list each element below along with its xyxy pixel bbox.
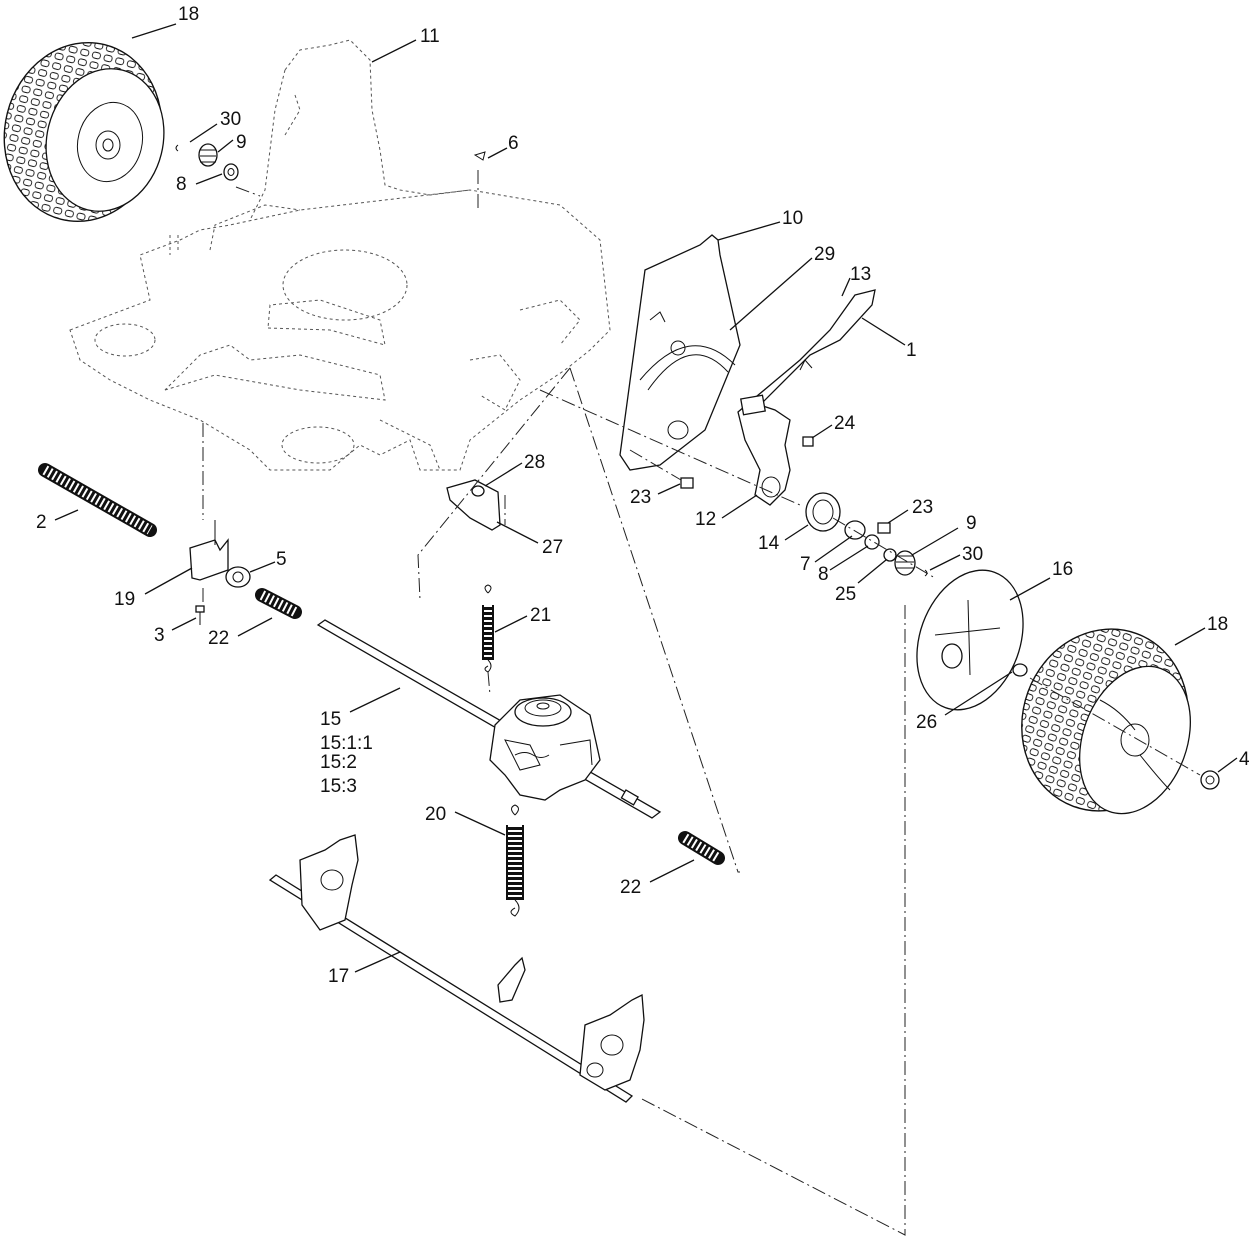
hardware-left-wheel [175, 143, 486, 181]
callout-labels: 18 11 30 9 8 6 10 29 13 1 24 23 28 27 12… [36, 4, 1250, 987]
callout-4: 4 [1239, 749, 1250, 770]
callout-15-1-1: 15:1:1 [320, 733, 373, 754]
callout-8-right: 8 [818, 564, 829, 585]
callout-24: 24 [834, 413, 856, 434]
shield-27 [446, 479, 501, 531]
callout-7: 7 [800, 554, 811, 575]
callout-30-top: 30 [220, 109, 241, 130]
leader-lines [54, 23, 1238, 973]
callout-23-right: 23 [912, 497, 933, 518]
callout-23-left: 23 [630, 487, 651, 508]
callout-2: 2 [36, 512, 47, 533]
callout-18-top: 18 [178, 4, 199, 25]
callout-11: 11 [420, 26, 440, 47]
callout-26: 26 [916, 712, 937, 733]
rear-bracket-part [249, 39, 471, 221]
height-lever-part [737, 289, 876, 506]
wheel-front-right [1021, 628, 1191, 815]
callout-22-right: 22 [620, 877, 641, 898]
callout-10: 10 [782, 208, 803, 229]
callout-12: 12 [695, 509, 716, 530]
hex-nut [1200, 770, 1220, 790]
callout-18-right: 18 [1207, 614, 1228, 635]
callout-25: 25 [835, 584, 856, 605]
short-spring-right [678, 831, 725, 865]
callout-16: 16 [1052, 559, 1073, 580]
short-spring-left [255, 588, 302, 619]
extension-spring-21 [482, 584, 494, 673]
callout-27: 27 [542, 537, 563, 558]
callout-17: 17 [328, 966, 349, 987]
callout-3: 3 [154, 625, 165, 646]
callout-15-3: 15:3 [320, 776, 357, 797]
callout-20: 20 [425, 804, 446, 825]
callout-21: 21 [530, 605, 551, 626]
callout-15: 15 [320, 709, 341, 730]
lever-hardware [680, 436, 928, 577]
long-spring [38, 463, 157, 537]
callout-22-left: 22 [208, 628, 229, 649]
callout-9-top: 9 [236, 132, 247, 153]
callout-30-right: 30 [962, 544, 983, 565]
callout-13: 13 [850, 264, 871, 285]
hubcap-part [916, 569, 1028, 711]
callout-6: 6 [508, 133, 519, 154]
rear-axle-assembly [268, 834, 645, 1103]
extension-spring-20 [506, 804, 524, 917]
transmission-part [489, 694, 601, 801]
callout-9-right: 9 [966, 513, 977, 534]
callout-1: 1 [906, 340, 917, 361]
bracket-19 [189, 520, 251, 625]
wheel-rear-left [3, 41, 165, 223]
callout-5: 5 [276, 549, 287, 570]
callout-29: 29 [814, 244, 835, 265]
callout-15-2: 15:2 [320, 752, 357, 773]
callout-28: 28 [524, 452, 545, 473]
centerlines [202, 170, 1201, 1236]
callout-19: 19 [114, 589, 135, 610]
callout-14: 14 [758, 533, 780, 554]
height-plate-part [619, 234, 741, 471]
deck-frame [69, 189, 611, 471]
callout-8-top: 8 [176, 174, 187, 195]
